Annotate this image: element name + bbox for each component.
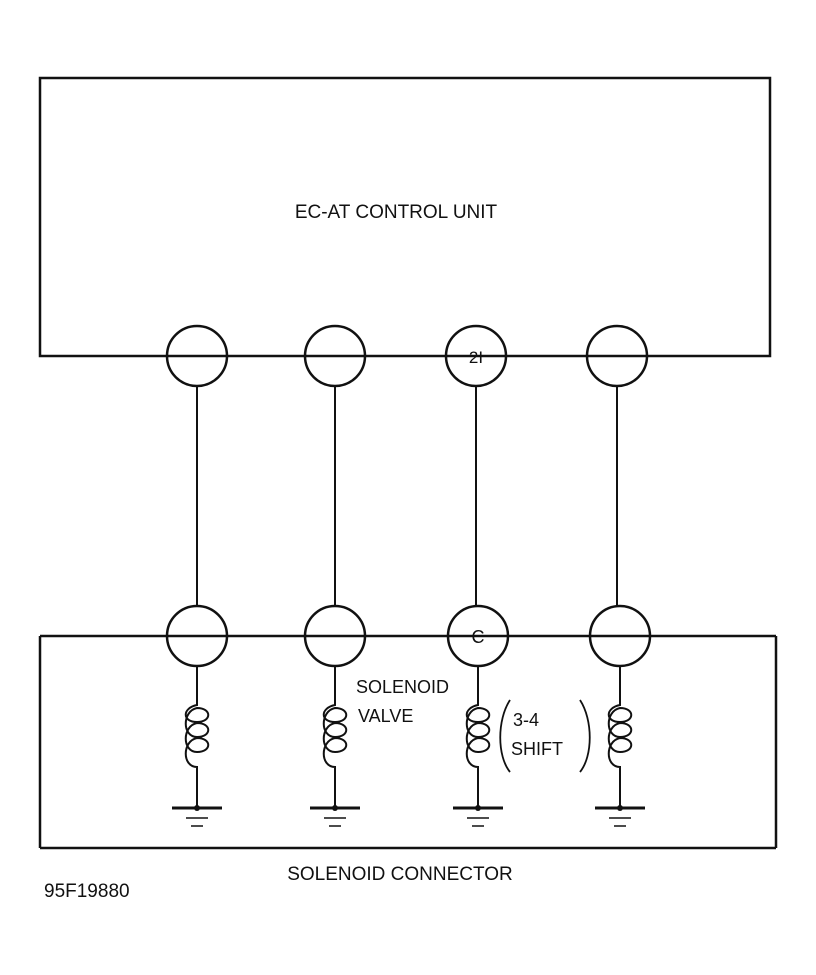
ground-icon <box>595 805 645 827</box>
solenoid-coil-3 <box>465 666 491 808</box>
solenoid-coil-2 <box>322 666 348 808</box>
control-unit-box <box>38 76 772 358</box>
control-pin-4 <box>585 324 649 388</box>
solenoid-coil-4 <box>607 666 633 808</box>
bracket-left <box>499 699 511 773</box>
ground-icon <box>310 805 360 827</box>
ground-icon <box>453 805 503 827</box>
shift-label-line2: SHIFT <box>511 739 563 759</box>
solenoid-coil-1 <box>184 666 210 808</box>
bracket-right <box>579 699 591 773</box>
control-pin-2 <box>303 324 367 388</box>
solenoid-label-line1: SOLENOID <box>356 677 449 697</box>
shift-label-line1: 3-4 <box>513 710 539 730</box>
control-pin-1 <box>165 324 229 388</box>
solenoid-label-line2: VALVE <box>358 706 413 726</box>
figure-id: 95F19880 <box>44 881 130 902</box>
connector-pin-c-label: C <box>472 627 485 647</box>
control-pin-2i-label: 2I <box>469 348 483 367</box>
connector-box <box>38 634 778 850</box>
control-unit-label: EC-AT CONTROL UNIT <box>295 202 498 223</box>
ground-icon <box>172 805 222 827</box>
control-pin-2i: 2I <box>444 324 508 388</box>
connector-label: SOLENOID CONNECTOR <box>287 864 513 885</box>
